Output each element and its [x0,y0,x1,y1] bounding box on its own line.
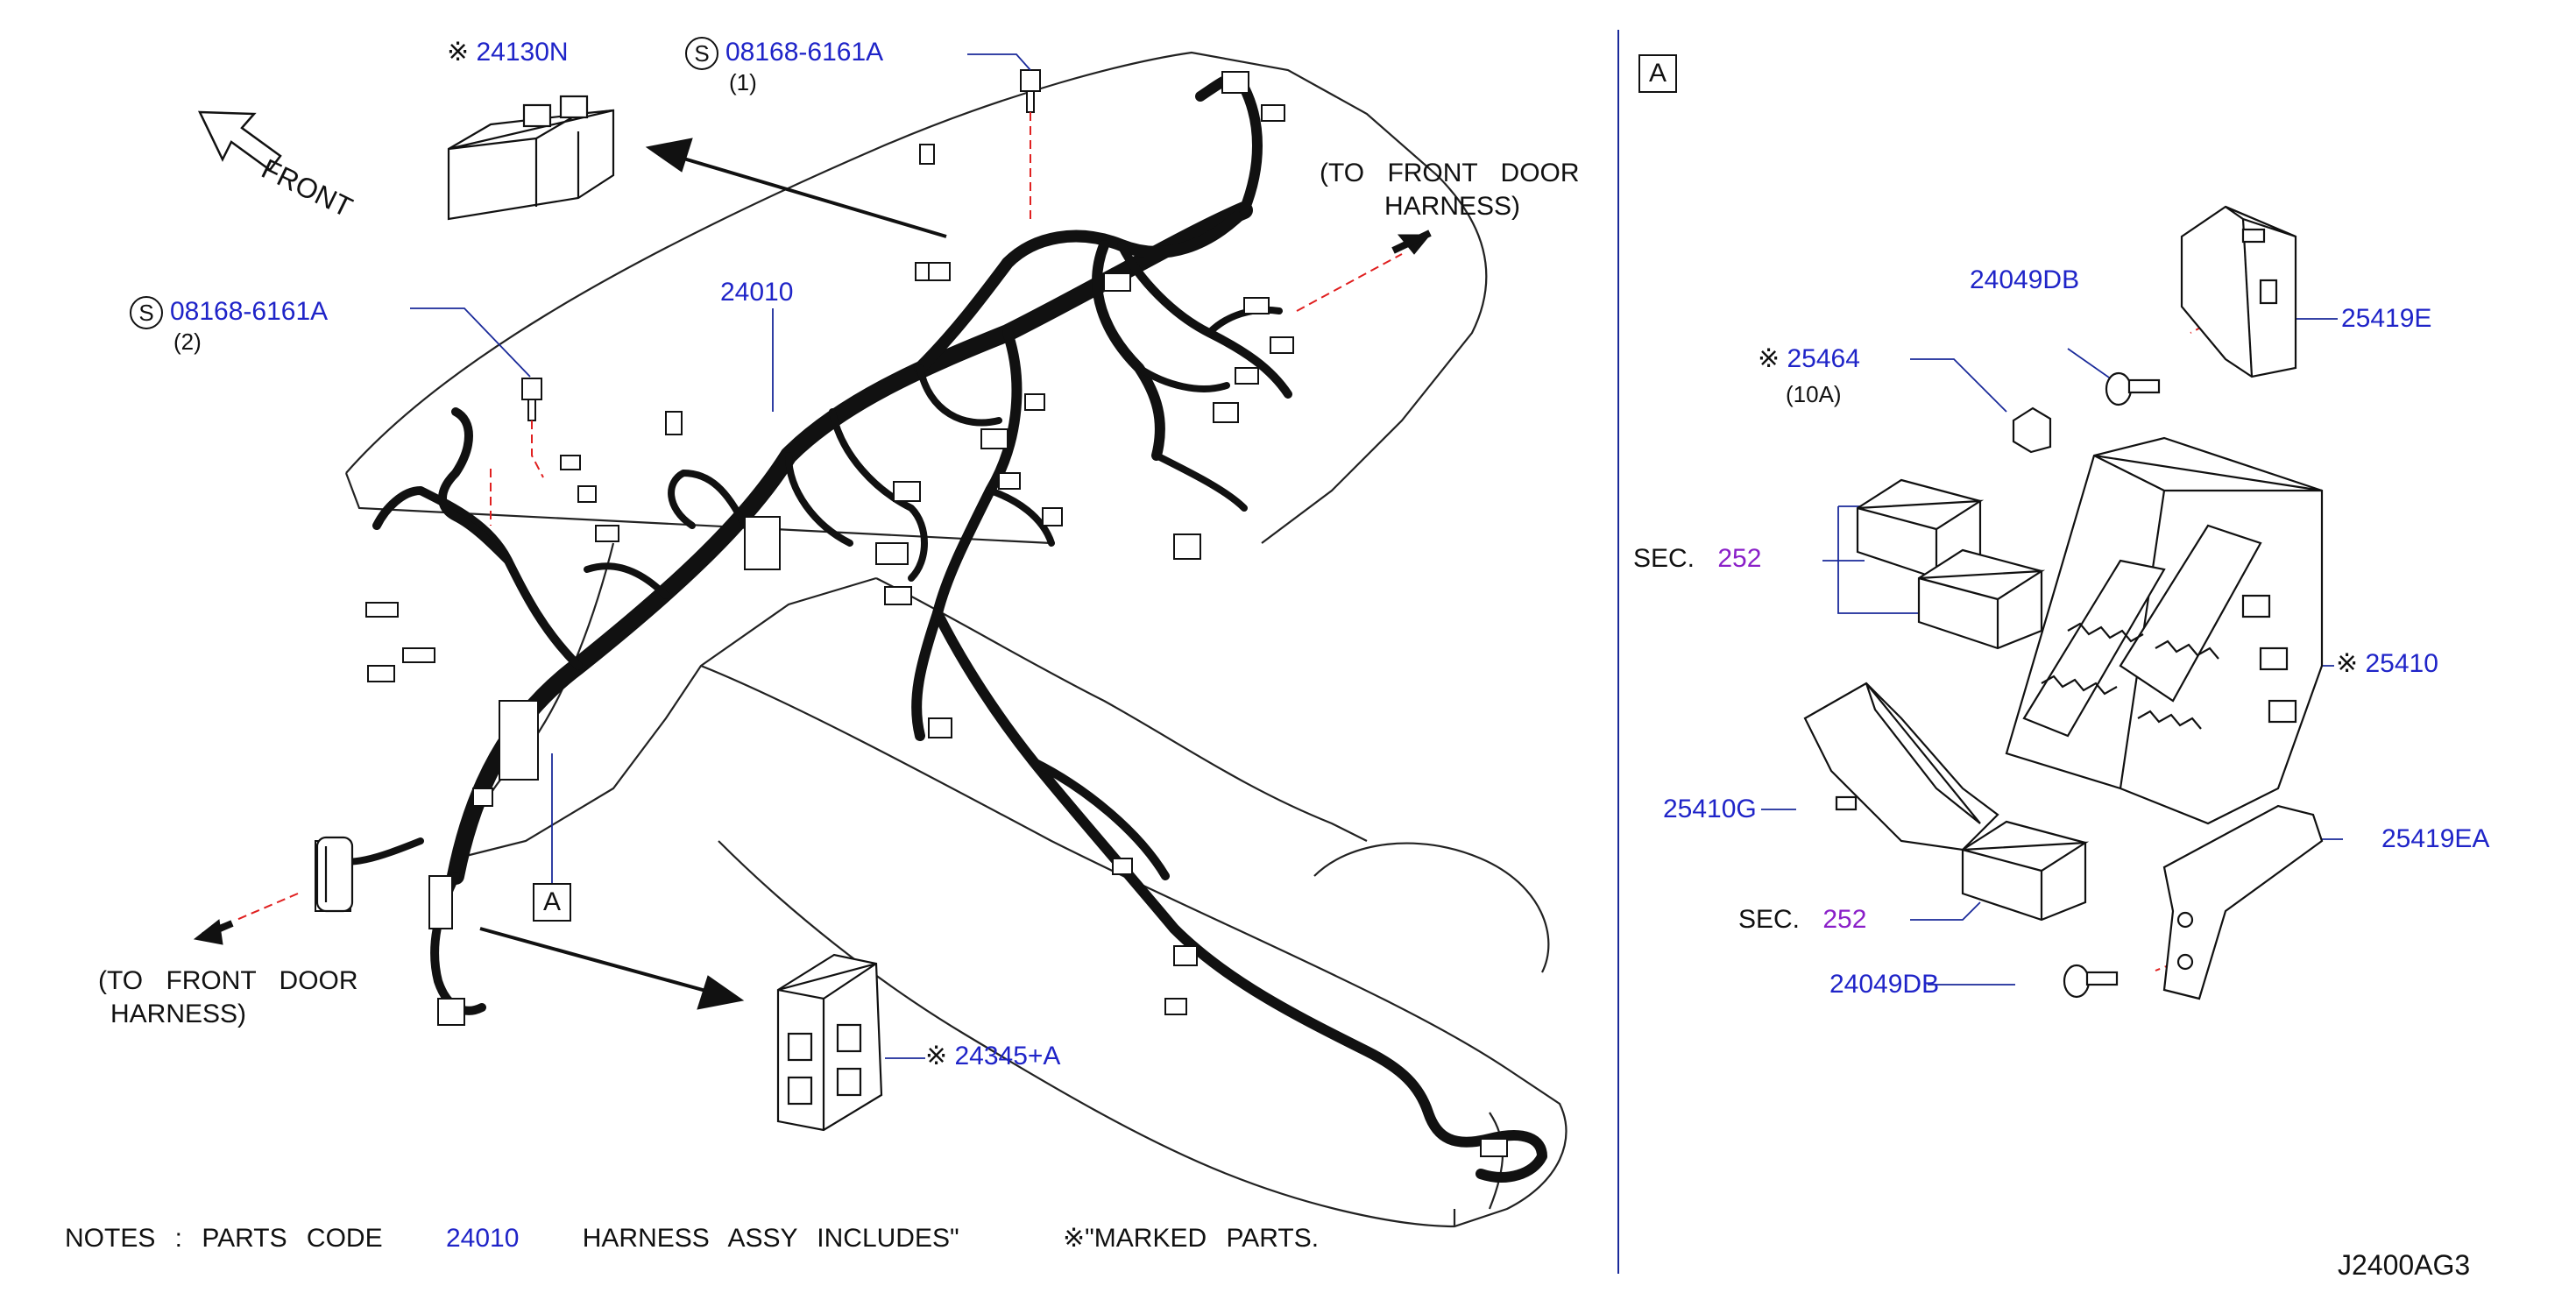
to-front-door-left: (TO FRONT DOOR [98,966,358,995]
screw-24049db-bottom [2063,964,2119,999]
panel-divider [1617,30,1619,1274]
label-24345a[interactable]: ※ 24345+A [925,1042,1060,1070]
marked-part-icon: ※ [447,38,470,67]
to-front-door-right: (TO FRONT DOOR [1320,159,1580,187]
s-circle-icon: S [130,296,163,329]
part-24345a-drawing [776,953,883,1132]
notes-line: NOTES : PARTS CODE 24010 HARNESS ASSY IN… [65,1225,1319,1253]
leader-lines [410,53,2343,1059]
marked-part-icon: ※ [1758,344,1780,373]
screw-24049db-top [2105,371,2161,406]
harness-right: HARNESS) [1384,192,1521,221]
part-24130n-drawing [447,95,615,221]
part-number-24049db-top[interactable]: 24049DB [1970,265,2080,294]
part-number-24010[interactable]: 24010 [720,278,794,307]
notes-prefix: NOTES : PARTS CODE [65,1224,383,1253]
marked-part-icon: ※ [2336,649,2359,678]
bolt-2 [521,378,542,421]
bolt-1 [1020,69,1041,113]
marked-part-icon: ※ [1063,1224,1086,1253]
sec-label: SEC. [1633,544,1695,573]
sec-number-bottom: 252 [1822,905,1867,934]
label-24130n[interactable]: ※ 24130N [447,39,569,67]
notes-suffix: "MARKED PARTS. [1085,1224,1320,1253]
callout-box-icon[interactable]: A [533,883,571,922]
diagram-id: J2400AG3 [2338,1249,2471,1281]
fuse-rating: (10A) [1786,381,1842,407]
part-number-25464: 25464 [1787,344,1860,373]
label-25410[interactable]: ※ 25410 [2336,650,2438,678]
part-number-25419ea[interactable]: 25419EA [2381,824,2490,853]
fusebox-25410-drawing [2005,436,2324,825]
door-grommet-left [315,836,354,913]
relays-top-drawing [1856,478,2046,650]
relay-bottom-drawing [1961,820,2090,922]
marked-part-icon: ※ [925,1042,948,1070]
label-sec-top[interactable]: SEC. 252 [1633,545,1761,573]
cover-25410g-drawing [1803,682,1999,851]
dashboard-outline [344,51,1568,1228]
fuse-25464-drawing [2012,406,2052,454]
pointer-arrows [193,138,1432,1010]
part-number-08168-6161a-2: 08168-6161A [170,296,329,326]
sec-label: SEC. [1738,905,1801,934]
label-25464[interactable]: ※ 25464 [1758,345,1860,373]
part-number-25419e[interactable]: 25419E [2341,304,2432,333]
front-arrow-icon [197,110,282,172]
sec-number-top: 252 [1717,544,1762,573]
notes-middle: HARNESS ASSY INCLUDES" [582,1224,959,1253]
bolt-1-qty: (1) [729,69,757,95]
bolt-2-qty: (2) [173,329,202,355]
part-number-24049db-bottom[interactable]: 24049DB [1829,970,1940,999]
part-number-08168-6161a-1: 08168-6161A [725,37,884,67]
part-number-24130n: 24130N [476,38,569,67]
label-sec-bottom[interactable]: SEC. 252 [1738,906,1866,934]
part-25419e-drawing [2180,205,2297,378]
callout-box-a-right: A [1638,54,1677,93]
harness-left: HARNESS) [110,1000,247,1028]
part-number-25410: 25410 [2365,649,2438,678]
part-number-25410g[interactable]: 25410G [1663,795,1757,823]
notes-code: 24010 [445,1224,520,1253]
harness-connectors [315,71,1508,1157]
bracket-25419ea-drawing [2162,804,2324,1000]
s-circle-icon: S [685,37,718,70]
part-number-24345a: 24345+A [954,1042,1061,1070]
main-harness [321,73,1547,1183]
